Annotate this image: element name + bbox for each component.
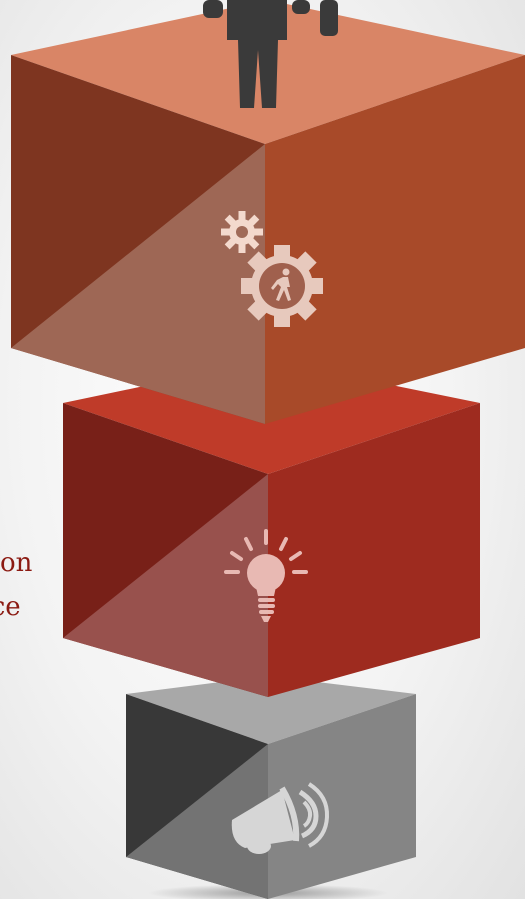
gear-with-walking-person-icon: [241, 245, 323, 327]
middle-cube: [63, 360, 480, 697]
megaphone-icon: [231, 782, 330, 854]
bottom-cube-top-face: [126, 676, 416, 744]
bottom-cube-right-face: [268, 694, 416, 899]
lightbulb-icon: [224, 529, 308, 622]
middle-cube-right-face: [268, 403, 480, 697]
top-cube-right-face: [265, 55, 525, 424]
side-label-line-1: on: [0, 548, 33, 578]
walking-person-icon: [271, 268, 291, 301]
side-label-line-2: nce: [0, 592, 21, 622]
small-gear-icon: [221, 211, 263, 253]
top-cube-glass: [11, 144, 265, 424]
business-people-silhouette-icon: [203, 0, 338, 108]
middle-cube-glass: [63, 474, 268, 697]
bottom-cube-glass: [126, 744, 268, 899]
bottom-cube: [126, 676, 416, 899]
